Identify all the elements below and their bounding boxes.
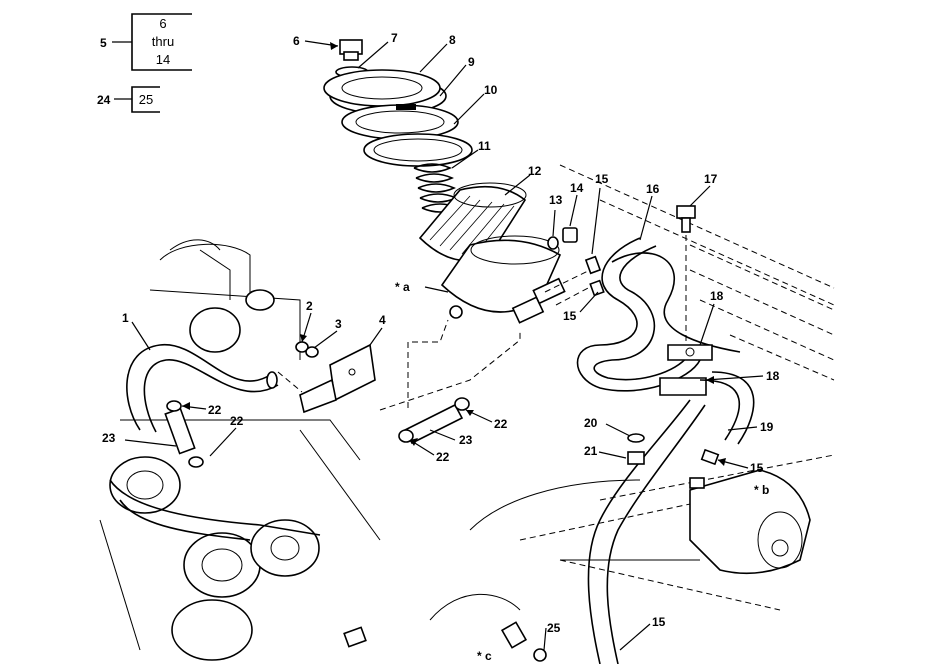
index-line-25: 25 xyxy=(139,92,153,107)
elbow-fitting xyxy=(562,227,578,243)
callout-4: 4 xyxy=(379,313,386,327)
callout-21: 21 xyxy=(584,444,598,458)
coolant-hose xyxy=(126,344,279,433)
background-frame-lines xyxy=(519,164,835,611)
callout-14: 14 xyxy=(570,181,584,195)
callout-9: 9 xyxy=(468,55,475,69)
callout-labels: 6 7 8 9 10 11 12 13 14 15 15 15 15 16 17… xyxy=(102,31,780,663)
callout-18-b: 18 xyxy=(766,369,780,383)
callout-7: 7 xyxy=(391,31,398,45)
callout-15-c: 15 xyxy=(750,461,764,475)
callout-19: 19 xyxy=(760,420,774,434)
reference-mark-b: * b xyxy=(754,483,769,497)
index-box-5: 5 6 thru 14 xyxy=(100,13,192,71)
flat-washer xyxy=(627,433,645,443)
callout-15-d: 15 xyxy=(652,615,666,629)
callout-13: 13 xyxy=(549,193,563,207)
hose-clamp-bracket xyxy=(659,344,713,396)
mounting-bracket xyxy=(299,343,376,414)
breather-hose xyxy=(576,237,741,392)
callout-22-d: 22 xyxy=(436,450,450,464)
index-line-1: 6 xyxy=(159,16,166,31)
callout-16: 16 xyxy=(646,182,660,196)
air-cleaner-housing xyxy=(440,235,566,324)
index-line-3: 14 xyxy=(156,52,170,67)
callout-25: 25 xyxy=(547,621,561,635)
gasket xyxy=(341,104,459,140)
sensor-fitting xyxy=(500,621,528,649)
spring xyxy=(413,163,460,213)
nut xyxy=(305,346,319,358)
pulley-belt-system xyxy=(109,456,367,661)
reference-mark-c: * c xyxy=(477,649,492,663)
seal-ring xyxy=(363,133,473,167)
callout-11: 11 xyxy=(478,139,491,153)
callout-18-a: 18 xyxy=(710,289,724,303)
assembly-guide-lines xyxy=(277,235,687,411)
short-hose-left xyxy=(164,400,204,468)
callout-22-a: 22 xyxy=(208,403,222,417)
leader-arrowheads xyxy=(182,42,726,466)
engine-block-left xyxy=(99,239,381,651)
o-ring xyxy=(547,236,559,250)
callout-6: 6 xyxy=(293,34,300,48)
index-box-24: 24 25 xyxy=(97,86,160,113)
filter-element xyxy=(418,182,527,262)
index-key-24: 24 xyxy=(97,93,111,107)
callout-2: 2 xyxy=(306,299,313,313)
index-key-5: 5 xyxy=(100,36,107,50)
reference-mark-a: * a xyxy=(395,280,410,294)
wing-nut xyxy=(339,39,363,61)
callout-10: 10 xyxy=(484,83,498,97)
hex-nut xyxy=(627,451,645,465)
callout-12: 12 xyxy=(528,164,542,178)
callout-3: 3 xyxy=(335,317,342,331)
engine-block-right xyxy=(429,479,700,662)
hose-clamps-small xyxy=(584,255,720,489)
callout-22-b: 22 xyxy=(230,414,244,428)
callout-17: 17 xyxy=(704,172,718,186)
bolt xyxy=(676,205,696,233)
index-line-2: thru xyxy=(152,34,174,49)
callout-23-b: 23 xyxy=(459,433,473,447)
short-hose-middle xyxy=(398,397,470,445)
callout-20: 20 xyxy=(584,416,598,430)
callout-22-c: 22 xyxy=(494,417,508,431)
callout-1: 1 xyxy=(122,311,129,325)
callout-8: 8 xyxy=(449,33,456,47)
air-cleaner-assembly xyxy=(323,39,578,324)
callout-15-b: 15 xyxy=(563,309,577,323)
callout-23-a: 23 xyxy=(102,431,116,445)
alternator xyxy=(689,469,811,575)
callout-15-a: 15 xyxy=(595,172,609,186)
